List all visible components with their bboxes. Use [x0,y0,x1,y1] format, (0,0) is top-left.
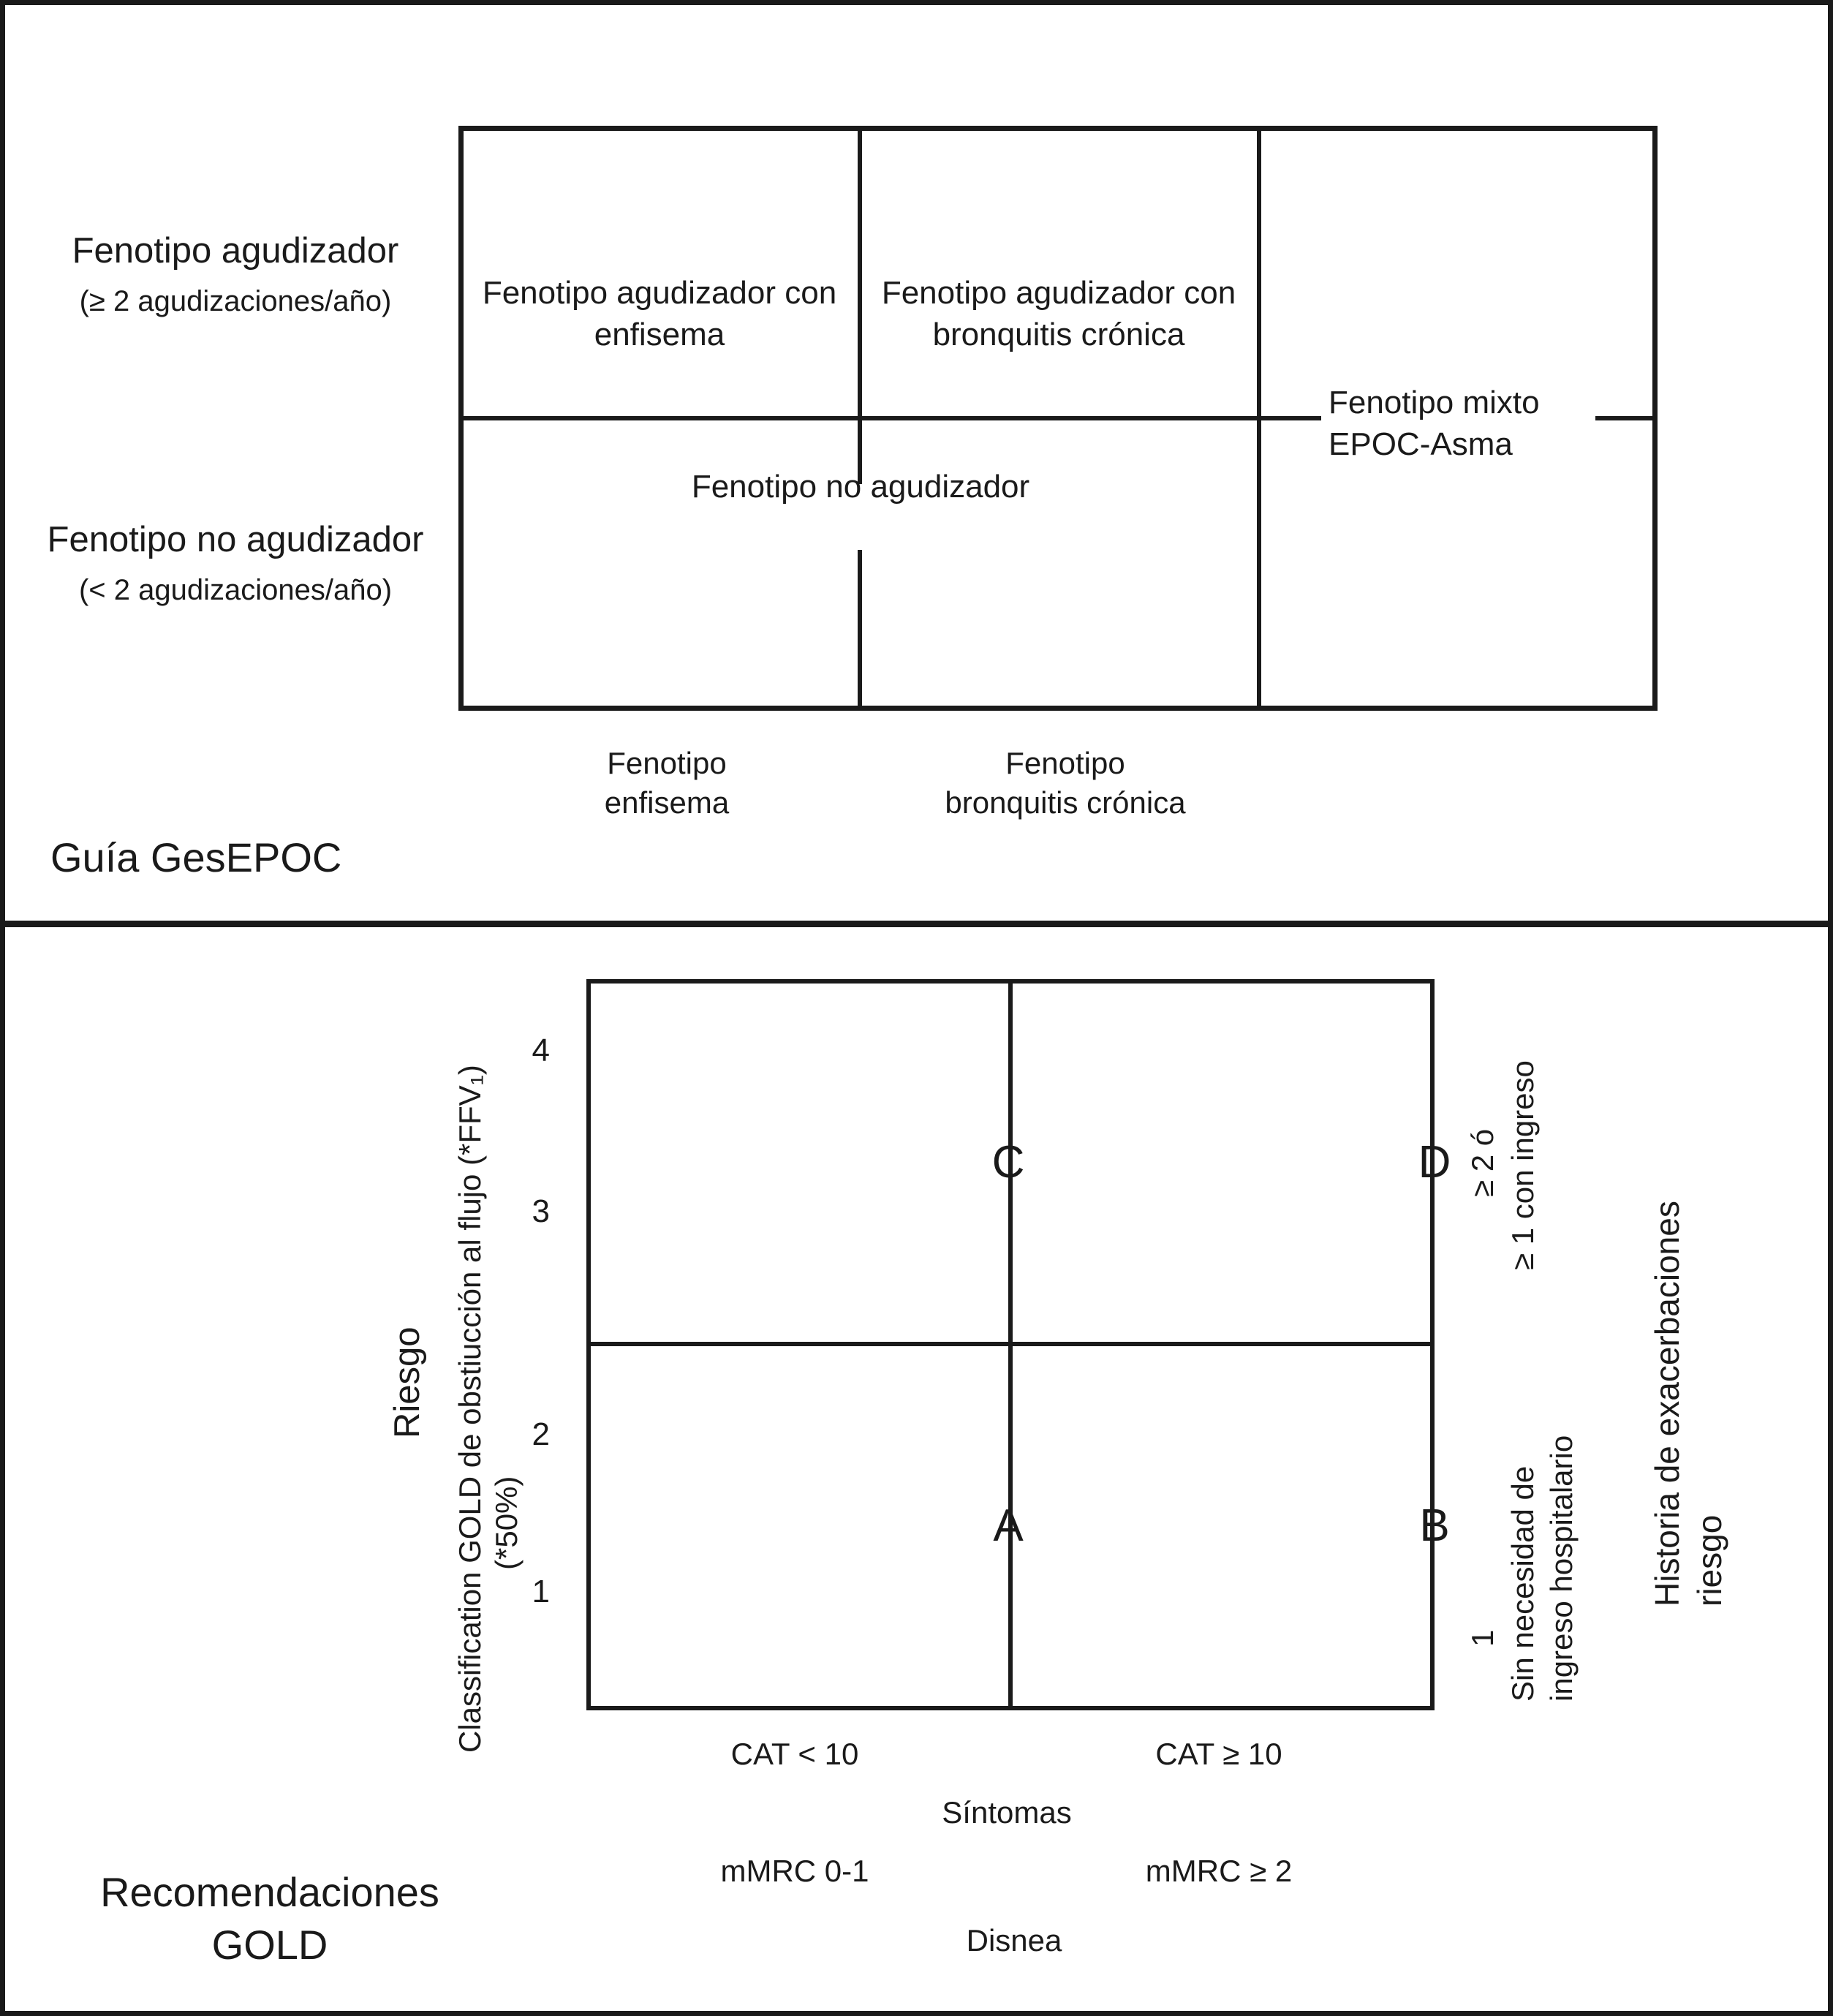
quadrant-b: B [1419,1500,1450,1551]
matrix-vline-1-bottom-upper [858,418,862,484]
column-label-emphysema: Fenotipo enfisema [604,746,730,820]
row-label-exacerbator-line2: (≥ 2 agudizaciones/año) [79,285,392,317]
x-label-cat-high: CAT ≥ 10 [1155,1737,1282,1771]
cell-mixed-phenotype: Fenotipo mixto EPOC-Asma [1329,385,1540,463]
cell-non-exacerbator: Fenotipo no agudizador [691,469,1030,505]
y-tick-3: 3 [532,1193,550,1229]
row-label-exacerbator-line1: Fenotipo agudizador [72,231,399,271]
cell-exacerbator-bronchitis: Fenotipo agudizador con bronquitis cróni… [881,275,1236,353]
y-tick-2: 2 [532,1416,550,1452]
column-label-chronic-bronchitis: Fenotipo bronquitis crónica [945,746,1186,820]
x-label-cat-low: CAT < 10 [730,1737,859,1771]
x-axis-symptoms-label: Síntomas [942,1795,1072,1830]
right-axis-outer-label: Historia de exacerbaciones riesgo [1648,1201,1728,1607]
right-axis-low-count: 1 [1465,1629,1500,1647]
x-label-mmrc-low: mMRC 0-1 [720,1854,869,1888]
matrix-hline-right [1595,416,1658,420]
right-axis-high-text: ≥ 1 con ingreso [1505,1060,1540,1270]
quadrant-d: D [1418,1137,1451,1188]
x-axis-dyspnea-label: Disnea [966,1923,1062,1958]
row-label-non-exacerbator-line1: Fenotipo no agudizador [47,520,424,559]
x-label-mmrc-high: mMRC ≥ 2 [1145,1854,1293,1888]
right-axis-high-count: ≥ 2 ó [1465,1128,1500,1197]
y-axis-inner-label-line1: Classification GOLD de obstiucción al fl… [453,1065,487,1753]
cell-exacerbator-emphysema: Fenotipo agudizador con enfisema [482,275,837,353]
panel-title-gold: Recomendaciones GOLD [100,1869,439,1968]
panel-divider [5,921,1828,927]
quadrant-c: C [991,1137,1025,1188]
matrix-vline-1-top [858,126,862,418]
y-tick-1: 1 [532,1574,550,1609]
y-axis-inner-label-line2: (*50%) [489,1476,524,1570]
y-axis-outer-label: Riesgo [388,1326,427,1438]
panel-title-gesepoc: Guía GesEPOC [50,834,342,880]
gold-hline [586,1342,1435,1346]
matrix-vline-1-bottom-lower [858,550,862,711]
gold-quadrant-matrix: C D A B [586,979,1451,1710]
row-label-non-exacerbator-line2: (< 2 agudizaciones/año) [78,574,393,606]
gesepoc-matrix: Fenotipo agudizador con enfisema Fenotip… [458,126,1658,711]
right-axis-low-text: Sin necesidad de ingreso hospitalario [1505,1435,1579,1702]
quadrant-a: A [993,1500,1024,1551]
matrix-hline-left [458,416,1321,420]
y-tick-4: 4 [532,1032,550,1068]
